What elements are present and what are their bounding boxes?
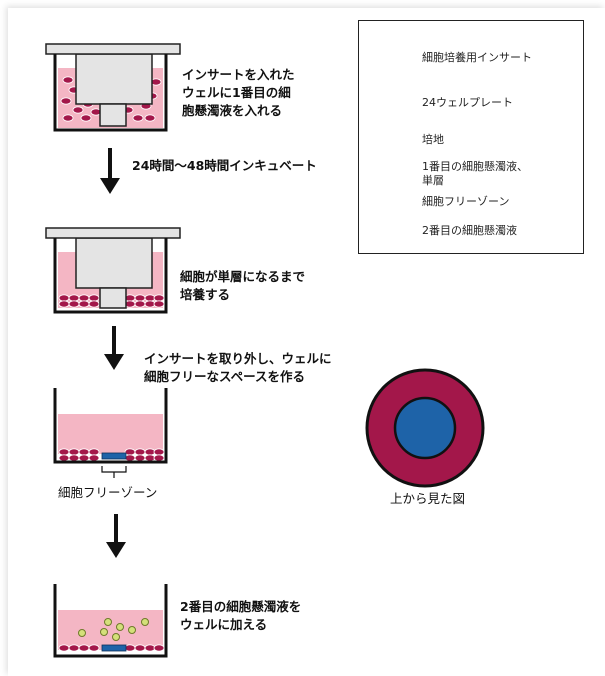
step3-line2: 培養する <box>180 287 231 302</box>
stage4-cell-free-zone <box>101 644 127 652</box>
step3-line1: 細胞が単層になるまで <box>180 269 306 284</box>
stage2-well-diagram <box>45 227 181 314</box>
arrow-3 <box>106 514 126 558</box>
zone-bracket <box>101 466 127 478</box>
step5-line2: ウェルに加える <box>180 617 268 632</box>
arrow-2 <box>104 326 124 370</box>
stage1-well-diagram <box>45 43 181 132</box>
step3-label: 細胞が単層になるまで 培養する <box>180 268 305 304</box>
stage3-well-diagram <box>53 388 168 478</box>
step1-line2: ウェルに1番目の細 <box>182 85 291 100</box>
top-view-label: 上から見た図 <box>390 491 466 506</box>
step1-label: インサートを入れた ウェルに1番目の細 胞懸濁液を入れる <box>182 66 295 120</box>
step4-label: インサートを取り外し、ウェルに 細胞フリーなスペースを作る <box>144 350 332 386</box>
top-view-diagram <box>365 368 485 488</box>
legend-plate-label: 24ウェルプレート <box>422 96 513 109</box>
step5-line1: 2番目の細胞懸濁液を <box>180 599 302 614</box>
step4-line2: 細胞フリーなスペースを作る <box>144 369 306 384</box>
legend-box <box>358 20 584 254</box>
legend-cells1-line2: 単層 <box>422 174 444 187</box>
step1-line1: インサートを入れた <box>182 67 295 82</box>
step5-label: 2番目の細胞懸濁液を ウェルに加える <box>180 598 301 634</box>
step4-line1: インサートを取り外し、ウェルに <box>144 351 332 366</box>
stage4-well-diagram <box>53 584 168 658</box>
legend-insert-label: 細胞培養用インサート <box>422 51 532 64</box>
legend-cells1-label: 1番目の細胞懸濁液、 単層 <box>422 160 528 188</box>
second-cell-suspension <box>78 618 149 641</box>
legend-zone-label: 細胞フリーゾーン <box>422 195 510 208</box>
arrow-1 <box>100 148 120 194</box>
legend-cells2-label: 2番目の細胞懸濁液 <box>422 224 517 237</box>
stage3-cell-free-zone <box>101 452 127 460</box>
legend-cells1-line1: 1番目の細胞懸濁液、 <box>422 160 528 173</box>
legend-medium-label: 培地 <box>422 133 444 146</box>
cell-free-zone-label: 細胞フリーゾーン <box>58 485 158 500</box>
step2-label: 24時間〜48時間インキュベート <box>132 158 317 173</box>
step1-line3: 胞懸濁液を入れる <box>182 103 283 118</box>
